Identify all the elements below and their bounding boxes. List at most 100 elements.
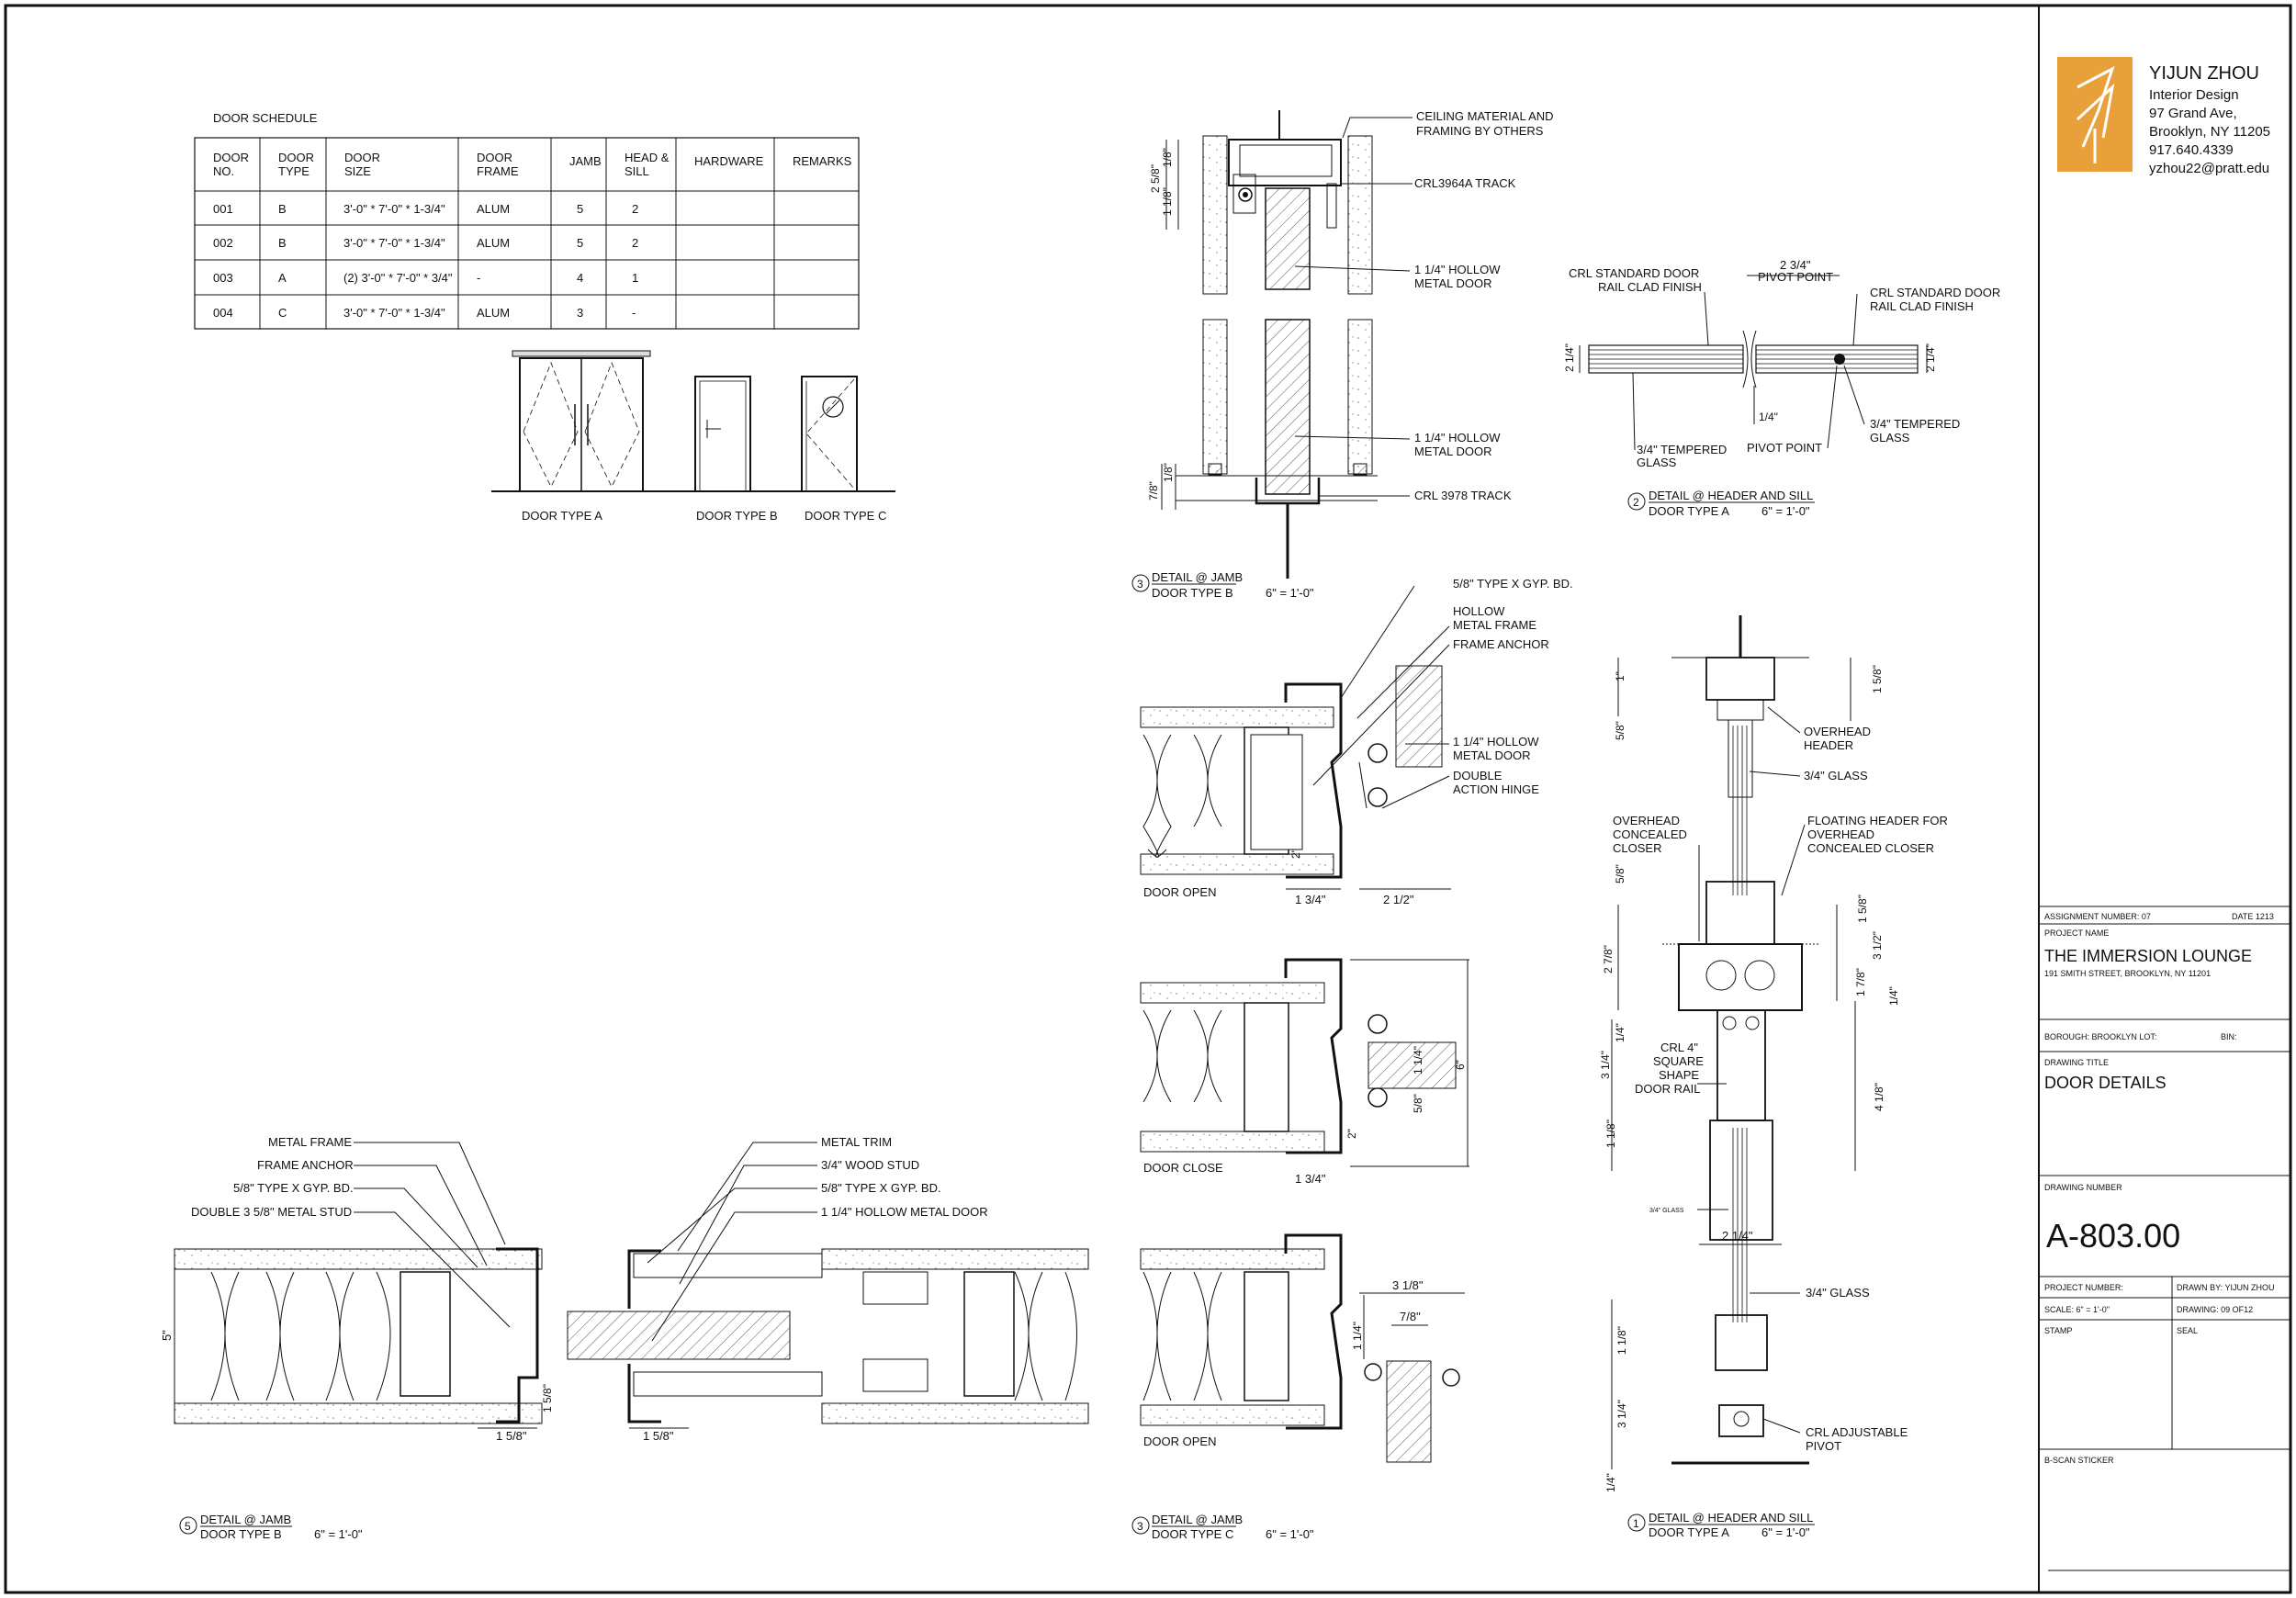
drawing-number: A-803.00 xyxy=(2046,1217,2180,1255)
logo-mark xyxy=(2076,65,2115,163)
detail-subtitle: DOOR TYPE A xyxy=(1649,1525,1729,1539)
stamp: STAMP xyxy=(2044,1326,2072,1335)
dim-label: 1 3/4" xyxy=(1295,893,1326,906)
dim-label: 1/8" xyxy=(1161,148,1174,167)
detail-scale: 6" = 1'-0" xyxy=(1266,586,1314,600)
schedule-cell: - xyxy=(632,306,636,320)
schedule-header: TYPE xyxy=(278,164,310,178)
schedule-cell: 3'-0" * 7'-0" * 1-3/4" xyxy=(343,202,445,216)
note: 5/8" TYPE X GYP. BD. xyxy=(821,1181,941,1195)
project-address: 191 SMITH STREET, BROOKLYN, NY 11201 xyxy=(2044,969,2211,978)
schedule-cell: B xyxy=(278,236,287,250)
dim-label: 3 1/8" xyxy=(1392,1278,1424,1292)
project-label: PROJECT NAME xyxy=(2044,928,2109,938)
schedule-cell: 003 xyxy=(213,271,233,285)
note: CRL 4" xyxy=(1660,1041,1698,1054)
note: METAL FRAME xyxy=(268,1135,352,1149)
designer-address2: Brooklyn, NY 11205 xyxy=(2149,124,2270,140)
detail-header-sill-1: 1" 5/8" 1 5/8" 5/8" 1 5/8" 2 7/8" 3 1/2"… xyxy=(1599,615,1948,1539)
detail-title: DETAIL @ JAMB xyxy=(200,1513,291,1526)
detail-title: DETAIL @ JAMB xyxy=(1152,1513,1243,1526)
schedule-cell: 4 xyxy=(577,271,583,285)
note: GLASS xyxy=(1637,456,1677,469)
schedule-cell: 3'-0" * 7'-0" * 1-3/4" xyxy=(343,306,445,320)
schedule-header: DOOR xyxy=(477,151,512,164)
dim-label: 1/4" xyxy=(1759,411,1778,423)
schedule-header: SILL xyxy=(625,164,649,178)
note: 5/8" TYPE X GYP. BD. xyxy=(233,1181,354,1195)
note: 1 1/4" HOLLOW xyxy=(1453,735,1539,748)
note: HOLLOW xyxy=(1453,604,1505,618)
detail-subtitle: DOOR TYPE B xyxy=(1152,586,1233,600)
bin: BIN: xyxy=(2221,1032,2237,1041)
designer-phone: 917.640.4339 xyxy=(2149,142,2234,158)
dim-label: 1" xyxy=(1614,671,1626,681)
note: 3/4" GLASS xyxy=(1806,1286,1870,1300)
dim-label: 5/8" xyxy=(1614,721,1626,740)
note: 1 1/4" HOLLOW xyxy=(1414,263,1501,276)
schedule-cell: 2 xyxy=(632,202,638,216)
detail-number: 1 xyxy=(1633,1517,1639,1530)
detail-number: 2 xyxy=(1633,496,1639,509)
schedule-cell: - xyxy=(477,271,480,285)
dim-label: 1 7/8" xyxy=(1854,968,1867,996)
note: 5/8" TYPE X GYP. BD. xyxy=(1453,577,1573,591)
note: CRL STANDARD DOOR xyxy=(1569,266,1699,280)
scale: SCALE: 6" = 1'-0" xyxy=(2044,1305,2110,1314)
designer-address1: 97 Grand Ave, xyxy=(2149,106,2237,121)
note: METAL DOOR xyxy=(1414,445,1492,458)
schedule-cell: 3'-0" * 7'-0" * 1-3/4" xyxy=(343,236,445,250)
dim-label: 3 1/4" xyxy=(1599,1051,1612,1079)
assignment-number: ASSIGNMENT NUMBER: 07 xyxy=(2044,912,2151,921)
borough: BOROUGH: BROOKLYN LOT: xyxy=(2044,1032,2156,1041)
schedule-cell: 3 xyxy=(577,306,583,320)
door-type-a-elevation: DOOR TYPE A xyxy=(512,350,651,523)
note: CONCEALED CLOSER xyxy=(1807,841,1934,855)
seal: SEAL xyxy=(2177,1326,2198,1335)
drawn-by: DRAWN BY: YIJUN ZHOU xyxy=(2177,1283,2275,1292)
schedule-header: REMARKS xyxy=(793,154,852,168)
note: METAL DOOR xyxy=(1453,748,1531,762)
schedule-title: DOOR SCHEDULE xyxy=(213,111,318,125)
note: RAIL CLAD FINISH xyxy=(1598,280,1702,294)
designer-discipline: Interior Design xyxy=(2149,87,2239,103)
detail-jamb-type-b-top: 1/8" 2 5/8" 1 1/8" 7/8" 1/8" CEILING MAT… xyxy=(1131,109,1554,600)
drawing-title-label: DRAWING TITLE xyxy=(2044,1058,2109,1067)
detail-scale: 6" = 1'-0" xyxy=(314,1527,363,1541)
note: CONCEALED xyxy=(1613,827,1687,841)
note: 3/4" GLASS xyxy=(1649,1208,1684,1214)
schedule-cell: ALUM xyxy=(477,306,510,320)
dim-label: 4 1/8" xyxy=(1873,1083,1885,1111)
dim-label: 1/8" xyxy=(1162,463,1175,482)
note: CEILING MATERIAL AND xyxy=(1416,109,1554,123)
note: 3/4" TEMPERED xyxy=(1870,417,1960,431)
detail-scale: 6" = 1'-0" xyxy=(1266,1527,1314,1541)
note: 1 1/4" HOLLOW METAL DOOR xyxy=(821,1205,988,1219)
drawing-title: DOOR DETAILS xyxy=(2044,1074,2167,1092)
dim-label: 2 1/4" xyxy=(1563,343,1576,372)
note: FRAME ANCHOR xyxy=(1453,637,1549,651)
dim-label: 1/4" xyxy=(1614,1023,1626,1042)
date: DATE 1213 xyxy=(2232,912,2274,921)
detail-jamb-type-b-bottom: 5" 1 5/8" 1 5/8" 1 5/8" METAL FRAME FRAM… xyxy=(160,1135,1089,1541)
schedule-cell: 1 xyxy=(632,271,638,285)
note: METAL DOOR xyxy=(1414,276,1492,290)
dim-label: 2 1/4" xyxy=(1924,343,1937,372)
dim-label: 7/8" xyxy=(1147,481,1160,501)
note: PIVOT xyxy=(1806,1439,1841,1453)
detail-number: 3 xyxy=(1137,1520,1143,1533)
label-door-open: DOOR OPEN xyxy=(1143,1435,1216,1448)
detail-jamb-type-c: 3 1/8" 7/8" 1 1/4" DOOR OPEN 3 DETAIL @ … xyxy=(1131,1233,1465,1541)
dim-label: PIVOT POINT xyxy=(1758,270,1833,284)
schedule-header: DOOR xyxy=(278,151,314,164)
schedule-header: SIZE xyxy=(344,164,371,178)
door-elevations: DOOR TYPE A DOOR TYPE B DOOR TYPE C xyxy=(491,350,895,523)
note: METAL FRAME xyxy=(1453,618,1536,632)
dim-label: 1 3/4" xyxy=(1295,1172,1326,1186)
dim-label: 1/4" xyxy=(1887,986,1900,1006)
dim-label: 1 5/8" xyxy=(1871,665,1884,693)
dim-label: 2 3/4" xyxy=(1780,258,1811,272)
dim-label: 1 1/8" xyxy=(1161,187,1174,216)
dim-label: 1 5/8" xyxy=(1856,895,1869,923)
schedule-cell: 002 xyxy=(213,236,233,250)
